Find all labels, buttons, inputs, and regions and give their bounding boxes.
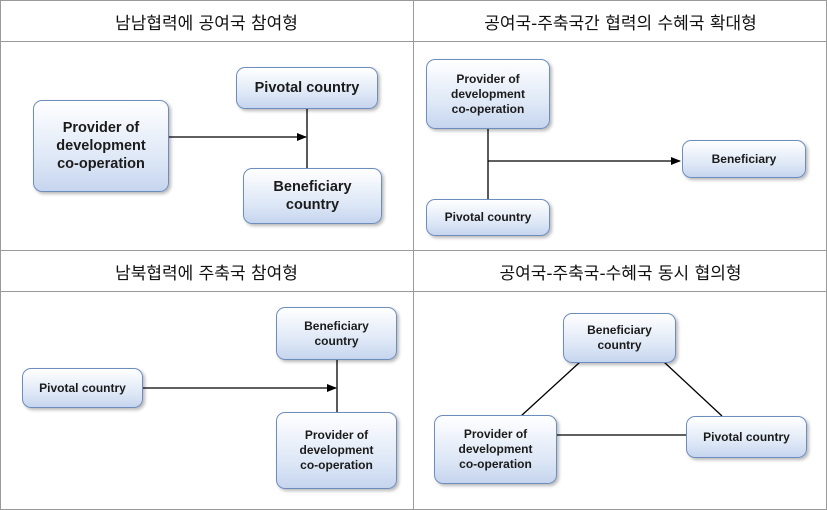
- p1-beneficiary-box: Beneficiary country: [243, 168, 382, 224]
- p1-provider-box: Provider of development co-operation: [33, 100, 169, 192]
- panel-1-title: 남남협력에 공여국 참여형: [115, 13, 298, 34]
- panel-4-title: 공여국-주축국-수혜국 동시 협의형: [499, 263, 742, 284]
- p2-beneficiary-box: Beneficiary: [682, 140, 806, 178]
- panel-2-title: 공여국-주축국간 협력의 수혜국 확대형: [484, 13, 757, 34]
- p4-left-diagonal: [520, 361, 581, 417]
- p2-pivotal-box: Pivotal country: [426, 199, 550, 236]
- p4-beneficiary-box: Beneficiary country: [563, 313, 676, 363]
- p4-provider-box: Provider of development co-operation: [434, 415, 557, 484]
- p2-provider-box: Provider of development co-operation: [426, 59, 550, 129]
- panel-3-title: 남북협력에 주축국 참여형: [115, 263, 298, 284]
- p3-beneficiary-box: Beneficiary country: [276, 307, 397, 360]
- p1-pivotal-box: Pivotal country: [236, 67, 378, 109]
- p3-provider-box: Provider of development co-operation: [276, 412, 397, 489]
- p4-right-diagonal: [663, 361, 723, 417]
- p4-pivotal-box: Pivotal country: [686, 416, 807, 458]
- p3-pivotal-box: Pivotal country: [22, 368, 143, 408]
